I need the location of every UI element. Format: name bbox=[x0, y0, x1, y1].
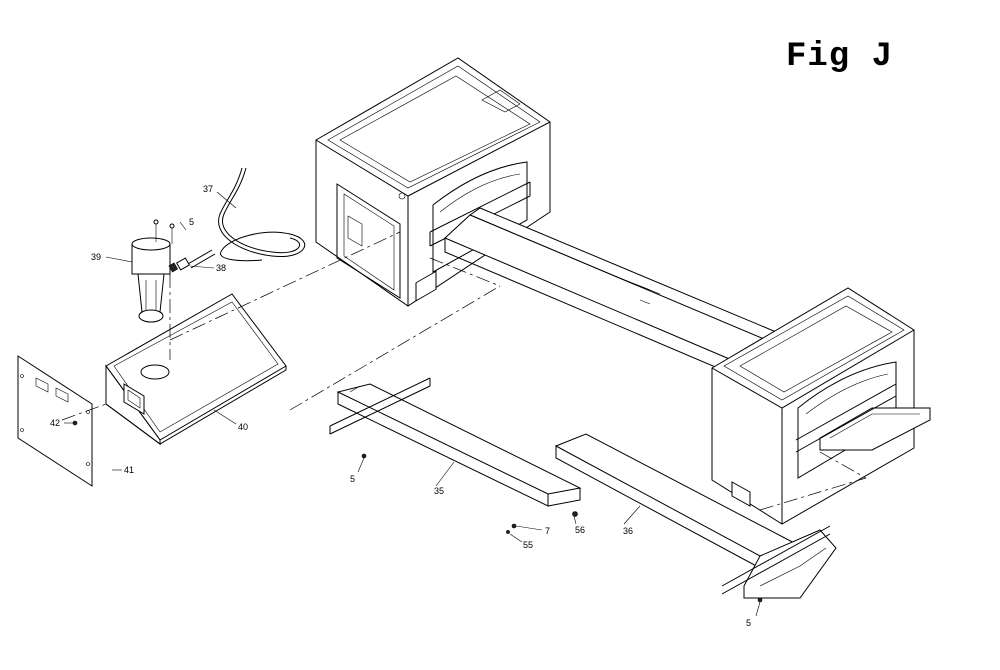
fitting-38 bbox=[168, 257, 191, 273]
callout-37: 37 bbox=[203, 184, 213, 194]
channel-36 bbox=[554, 433, 837, 599]
channel-35 bbox=[329, 377, 582, 507]
leader-lines bbox=[64, 191, 761, 617]
callout-55: 55 bbox=[523, 540, 533, 550]
coolant-tank bbox=[105, 293, 287, 446]
callout-42: 42 bbox=[50, 418, 60, 428]
callout-labels: 37 5 39 38 42 40 41 5 35 7 56 55 36 5 bbox=[50, 184, 751, 628]
hose-37 bbox=[187, 167, 306, 269]
hardware bbox=[72, 420, 763, 603]
panel-41 bbox=[17, 355, 93, 487]
pump-39 bbox=[131, 219, 175, 323]
callout-40: 40 bbox=[238, 422, 248, 432]
callout-5-right: 5 bbox=[746, 618, 751, 628]
figure-title: Fig J bbox=[786, 38, 894, 76]
callout-41: 41 bbox=[124, 465, 134, 475]
assembly-lines bbox=[61, 231, 867, 511]
callout-7: 7 bbox=[545, 526, 550, 536]
left-pedestal bbox=[315, 57, 551, 307]
callout-35: 35 bbox=[434, 486, 444, 496]
right-pedestal bbox=[711, 287, 931, 525]
callout-38: 38 bbox=[216, 263, 226, 273]
callout-56: 56 bbox=[575, 525, 585, 535]
callout-36: 36 bbox=[623, 526, 633, 536]
callout-39: 39 bbox=[91, 252, 101, 262]
callout-5-bolt: 5 bbox=[189, 217, 194, 227]
callout-5-left: 5 bbox=[350, 474, 355, 484]
